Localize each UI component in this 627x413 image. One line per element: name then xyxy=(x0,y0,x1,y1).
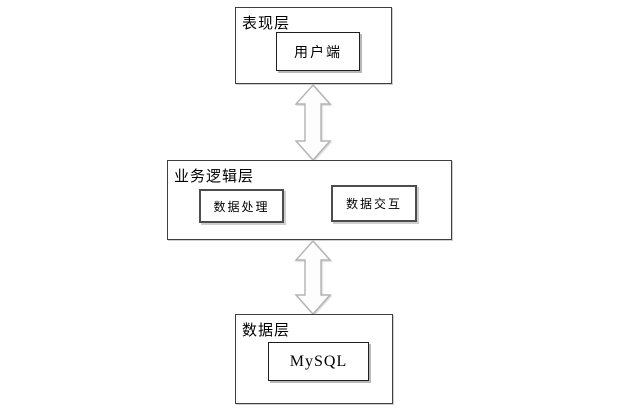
double-arrow-business-data xyxy=(294,240,332,315)
node-data-processing: 数据处理 xyxy=(199,189,284,223)
node-client: 用户端 xyxy=(276,32,360,71)
double-arrow-presentation-business xyxy=(294,84,332,161)
double-arrow-shape xyxy=(294,84,332,161)
layer-label-presentation: 表现层 xyxy=(242,16,291,32)
layer-box-presentation: 表现层 用户端 xyxy=(235,7,392,84)
node-mysql: MySQL xyxy=(268,342,369,381)
double-arrow-shape xyxy=(294,240,332,315)
layer-label-data: 数据层 xyxy=(242,323,291,339)
node-data-interaction-label: 数据交互 xyxy=(345,197,402,211)
node-mysql-label: MySQL xyxy=(289,352,348,370)
node-data-interaction: 数据交互 xyxy=(331,185,417,222)
layer-box-business-logic: 业务逻辑层 数据处理 数据交互 xyxy=(167,160,452,240)
node-client-label: 用户端 xyxy=(294,45,342,61)
layer-box-data: 数据层 MySQL xyxy=(235,314,393,404)
layer-label-business-logic: 业务逻辑层 xyxy=(174,169,255,185)
node-data-processing-label: 数据处理 xyxy=(213,199,270,214)
